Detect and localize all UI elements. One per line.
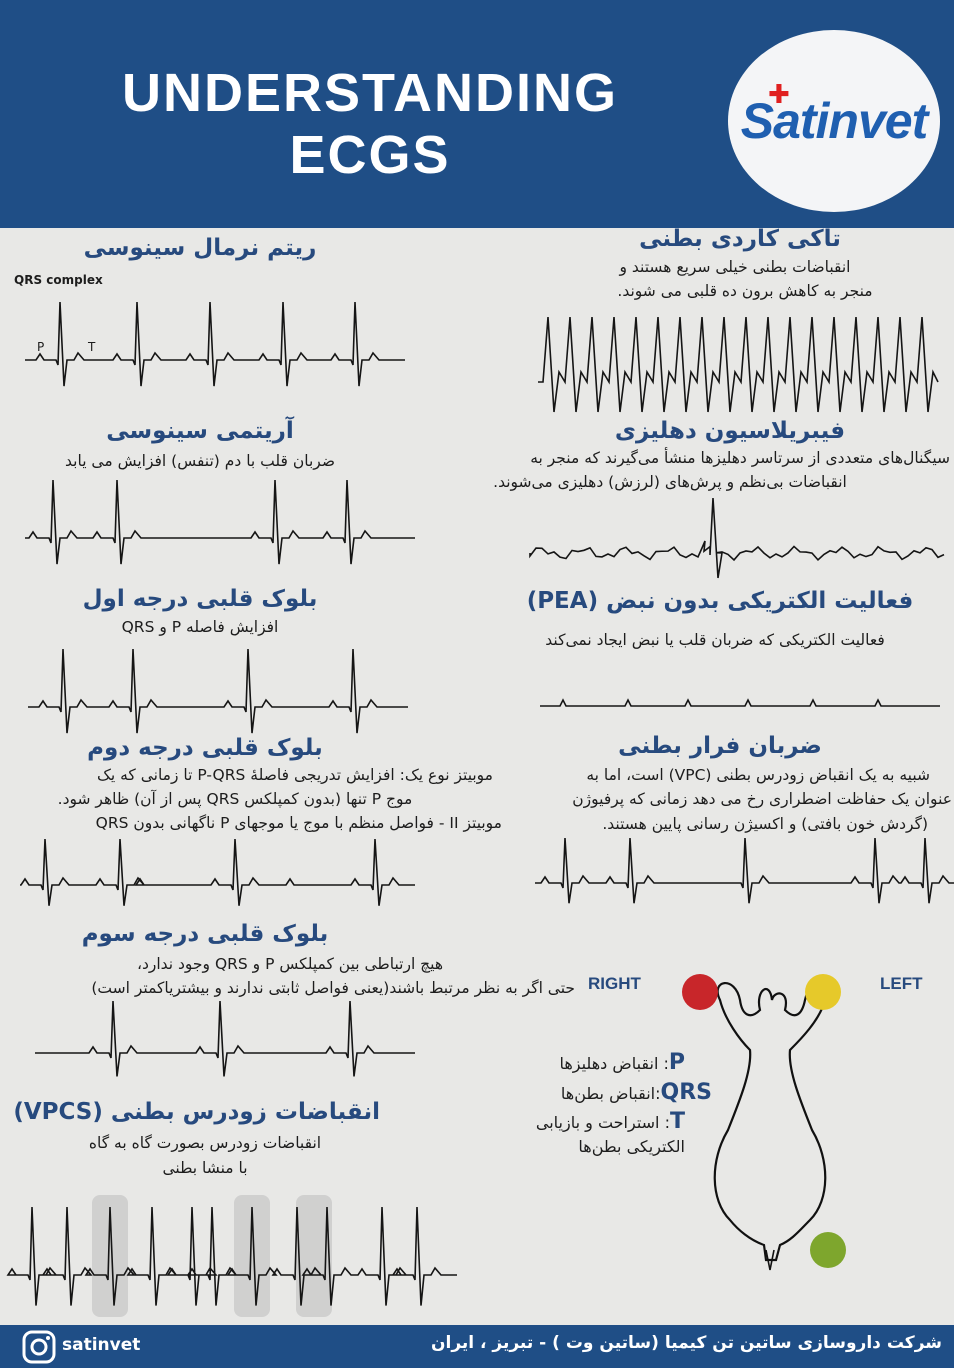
desc-sinus-arrhythmia: ضربان قلب با دم (تنفس) افزایش می یابد [65, 452, 335, 470]
company-info: شرکت داروسازی ساتین تن کیمیا (ساتین وت )… [430, 1333, 942, 1353]
desc-pea: فعالیت الکتریکی که ضربان قلب یا نبض ایجا… [545, 631, 885, 649]
desc-vt-line2: منجر به کاهش برون ده قلبی می شوند. [617, 282, 873, 300]
desc-second-degree-line2: موج P تنها (بدون کمپلکس QRS پس از آن) ظا… [57, 790, 413, 808]
satinvet-logo: Satinvet [728, 30, 940, 212]
section-title-ventricular-tachycardia: تاکی کاردی بطنی [639, 226, 841, 252]
title-line2: ECGS [289, 125, 451, 185]
left-label: LEFT [880, 974, 923, 993]
right-arm-electrode [682, 974, 718, 1010]
desc-escape-line3: (گردش خون بافتی) و اکسیژن رسانی پایین هس… [602, 815, 928, 833]
desc-second-degree-line3: موبیتز II - فواصل منظم با موج یا موجهای … [95, 814, 502, 832]
ecg-trace [529, 497, 945, 579]
right-label: RIGHT [588, 974, 641, 993]
ecg-trace [538, 316, 939, 413]
desc-vpcs-line2: با منشا بطنی [162, 1159, 248, 1177]
legend-key: T [669, 1109, 685, 1134]
legend-sep: : [655, 1084, 661, 1103]
legend-text: استراحت و بازیابی الکتریکی بطن‌ها [535, 1113, 685, 1156]
qrs-complex-label: QRS complex [14, 273, 103, 287]
legend-sep: : [659, 1113, 670, 1132]
legend-p: P: انقباض دهلیزها [500, 1050, 685, 1075]
ecg-third-degree-block [35, 1000, 415, 1077]
desc-escape-line2: عنوان یک حفاظت اضطراری رخ می دهد زمانی ک… [572, 790, 952, 808]
ecg-pea [540, 698, 940, 707]
section-title-first-degree-block: بلوک قلبی درجه اول [82, 586, 318, 612]
section-title-pea: فعالیت الکتریکی بدون نبض (PEA) [526, 588, 914, 614]
legend-t: T: استراحت و بازیابی الکتریکی بطن‌ها [510, 1110, 685, 1159]
logo-text: Satinvet [740, 93, 929, 149]
ecg-ventricular-tachycardia [538, 316, 939, 413]
leg-electrode [810, 1232, 846, 1268]
section-title-sinus-arrhythmia: آریتمی سینوسی [106, 418, 294, 444]
ecg-first-degree-block [28, 648, 408, 734]
ecg-trace [28, 648, 408, 734]
ecg-atrial-fibrillation [529, 497, 945, 579]
p-wave-label: P [37, 340, 45, 354]
desc-escape-line1: شبیه به یک انقباض زودرس بطنی (VPC) است، … [586, 766, 930, 784]
legend-text: انقباض بطن‌ها [560, 1084, 656, 1103]
legend-key: QRS [660, 1080, 713, 1105]
ecg-trace [25, 479, 415, 565]
ecg-trace [25, 301, 405, 387]
medical-cross-icon: ✚ [768, 80, 790, 110]
desc-second-degree-line1: موبیتز نوع یک: افزایش تدریجی فاصلهٔ P-QR… [97, 766, 493, 784]
ecg-trace [535, 837, 954, 904]
section-title-vpcs: انقباضات زودرس بطنی (VPCS) [13, 1099, 380, 1125]
dog-outline-icon [713, 982, 829, 1271]
section-title-atrial-fibrillation: فیبریلاسیون دهلیزی [614, 418, 846, 444]
legend-qrs: QRS:انقباض بطن‌ها [500, 1080, 712, 1105]
section-title-ventricular-escape: ضربان فرار بطنی [618, 733, 822, 759]
t-wave-label: T [88, 340, 96, 354]
desc-third-degree-line1: هیچ ارتباطی بین کمپلکس P و QRS وجود ندار… [136, 955, 444, 973]
desc-first-degree-block: افزایش فاصله P و QRS [121, 618, 279, 636]
ecg-trace [20, 838, 415, 906]
desc-third-degree-line2: حتی اگر به نظر مرتبط باشند(یعنی فواصل ثا… [91, 979, 575, 997]
section-title-second-degree-block: بلوک قلبی درجه دوم [87, 735, 323, 761]
left-arm-electrode [805, 974, 841, 1010]
section-title-normal-sinus: ریتم نرمال سینوسی [83, 235, 317, 261]
desc-af-line2: انقباضات بی‌نظم و پرش‌های (لرزش) دهلیزی … [493, 473, 847, 491]
legend-text: انقباض دهلیزها [559, 1054, 659, 1073]
footer: satinvet شرکت داروسازی ساتین تن کیمیا (س… [0, 1325, 954, 1368]
ecg-vpcs [6, 1206, 457, 1306]
title-line1: UNDERSTANDING [122, 63, 618, 123]
legend-sep: : [658, 1054, 669, 1073]
ecg-second-degree-block [20, 838, 415, 906]
ecg-trace [35, 1000, 415, 1077]
desc-af-line1: سیگنال‌های متعددی از سرتاسر دهلیزها منشأ… [530, 449, 950, 467]
ecg-ventricular-escape [535, 837, 954, 904]
instagram-handle[interactable]: satinvet [62, 1335, 141, 1355]
ecg-trace [540, 698, 940, 707]
desc-vpcs-line1: انقباضات زودرس بصورت گاه به گاه [88, 1134, 322, 1152]
ecg-normal-sinus [25, 301, 405, 387]
instagram-icon[interactable] [22, 1330, 56, 1364]
ecg-sinus-arrhythmia [25, 479, 415, 565]
ecg-trace [6, 1206, 457, 1306]
section-title-third-degree-block: بلوک قلبی درجه سوم [81, 921, 329, 947]
legend-key: P [668, 1050, 685, 1075]
desc-vt-line1: انقباضات بطنی خیلی سریع هستند و [619, 258, 851, 276]
